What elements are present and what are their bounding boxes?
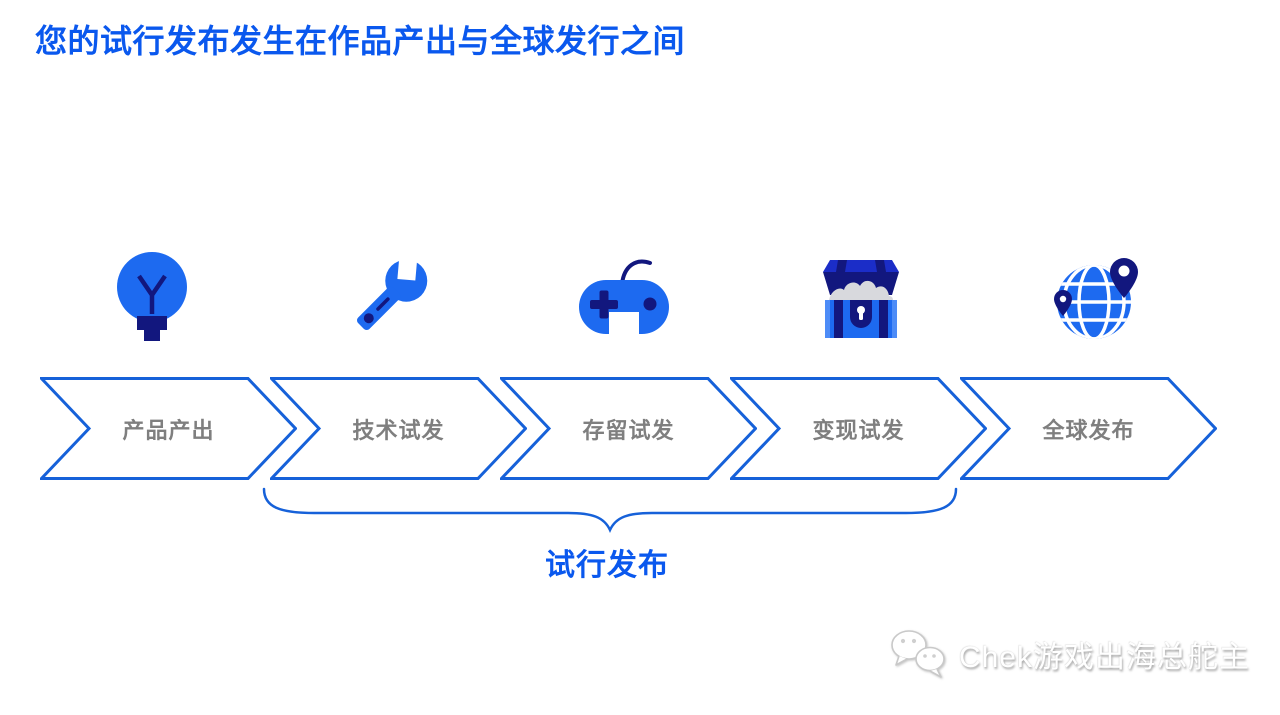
globe-pins-icon: [1054, 258, 1138, 339]
stage-label: 全球发布: [1042, 417, 1135, 443]
game-controller-icon: [579, 259, 669, 334]
watermark-text: Chek游戏出海总舵主: [958, 641, 1250, 674]
chevron-shape: [730, 377, 987, 480]
page-title: 您的试行发布发生在作品产出与全球发行之间: [35, 23, 686, 59]
treasure-chest-icon: [823, 260, 899, 338]
chevron-shape: [500, 377, 757, 480]
stage-label: 变现试发: [812, 417, 905, 443]
wechat-icon: [891, 630, 945, 678]
stage-chevron-retention-test: 存留试发: [500, 377, 757, 480]
wrench-icon: [357, 252, 428, 330]
stage-chevron-tech-test: 技术试发: [270, 377, 527, 480]
stage-chevron-product-output: 产品产出: [40, 377, 297, 480]
brace-label: 试行发布: [545, 549, 669, 582]
lightbulb-icon: [117, 252, 187, 341]
stage-chevron-global-launch: 全球发布: [960, 377, 1217, 480]
chevron-shape: [40, 377, 297, 480]
stage-label: 产品产出: [122, 417, 215, 443]
stage-label: 技术试发: [352, 417, 445, 443]
brace: [262, 487, 958, 533]
chevron-shape: [960, 377, 1217, 480]
chevron-shape: [270, 377, 527, 480]
watermark: Chek游戏出海总舵主: [889, 628, 1250, 680]
stage-chevron-monetization-test: 变现试发: [730, 377, 987, 480]
stage-label: 存留试发: [582, 417, 675, 443]
